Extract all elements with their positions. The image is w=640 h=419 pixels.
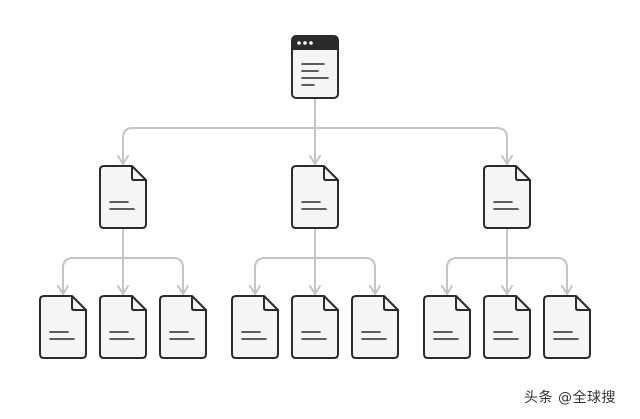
document-fold — [191, 296, 206, 311]
root-branch-left — [122, 127, 316, 165]
document-body — [423, 295, 471, 359]
l1-2-branch-right — [314, 257, 376, 295]
document-body — [39, 295, 87, 359]
arrow-head — [177, 285, 189, 295]
document-2-document-icon — [291, 165, 339, 229]
document-3-3-document-icon — [543, 295, 591, 359]
document-fold — [131, 166, 146, 181]
watermark-text: 头条 @全球搜 — [524, 390, 616, 406]
document-body — [483, 165, 531, 229]
document-3-document-icon — [483, 165, 531, 229]
document-1-document-icon — [99, 165, 147, 229]
window-title-bar — [292, 36, 338, 50]
window-dot — [309, 41, 313, 45]
document-fold — [71, 296, 86, 311]
l1-3-branch-left — [446, 257, 508, 295]
connectors-group — [57, 97, 573, 295]
arrow-head — [309, 155, 321, 165]
document-2-3-document-icon — [351, 295, 399, 359]
arrow-head — [249, 285, 261, 295]
document-fold — [131, 296, 146, 311]
document-fold — [383, 296, 398, 311]
document-fold — [455, 296, 470, 311]
document-1-3-document-icon — [159, 295, 207, 359]
l1-1-branch-right — [122, 257, 184, 295]
arrow-head — [369, 285, 381, 295]
document-body — [483, 295, 531, 359]
l1-1-branch-left — [62, 257, 124, 295]
document-2-2-document-icon — [291, 295, 339, 359]
arrow-head — [309, 285, 321, 295]
window-dot — [303, 41, 307, 45]
document-1-1-document-icon — [39, 295, 87, 359]
document-body — [159, 295, 207, 359]
root-branch-right — [314, 127, 508, 165]
document-body — [231, 295, 279, 359]
arrow-head — [441, 285, 453, 295]
arrow-head — [561, 285, 573, 295]
window-dot — [297, 41, 301, 45]
document-body — [99, 295, 147, 359]
arrow-head — [501, 155, 513, 165]
document-fold — [323, 166, 338, 181]
document-3-2-document-icon — [483, 295, 531, 359]
document-fold — [515, 166, 530, 181]
document-fold — [515, 296, 530, 311]
arrow-head — [57, 285, 69, 295]
document-body — [291, 295, 339, 359]
document-body — [99, 165, 147, 229]
document-2-1-document-icon — [231, 295, 279, 359]
arrow-head — [117, 155, 129, 165]
document-fold — [263, 296, 278, 311]
document-1-2-document-icon — [99, 295, 147, 359]
document-3-1-document-icon — [423, 295, 471, 359]
l1-2-branch-left — [254, 257, 316, 295]
document-body — [291, 165, 339, 229]
document-fold — [323, 296, 338, 311]
arrow-head — [117, 285, 129, 295]
document-fold — [575, 296, 590, 311]
l1-3-branch-right — [506, 257, 568, 295]
document-body — [351, 295, 399, 359]
nodes-group — [39, 35, 591, 359]
arrow-head — [501, 285, 513, 295]
document-body — [543, 295, 591, 359]
window-page-browser-window-icon — [291, 35, 339, 99]
